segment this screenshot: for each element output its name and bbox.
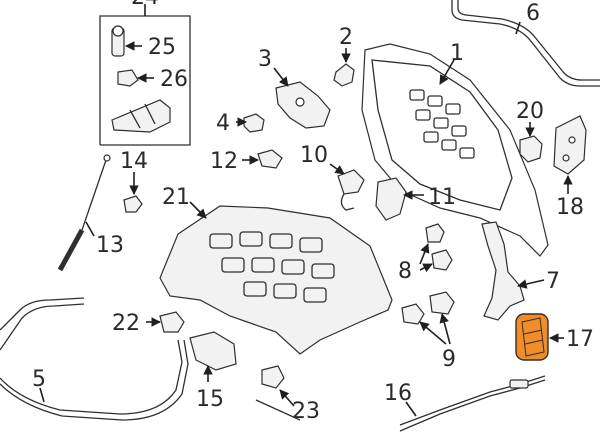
part-10-release-cable (337, 169, 365, 211)
part-15-bracket (189, 331, 237, 371)
callout-12: 12 (210, 149, 238, 174)
callout-3: 3 (258, 47, 272, 72)
part-14-ball-stud (123, 195, 143, 213)
part-24-retainer (111, 99, 171, 133)
callout-25: 25 (148, 35, 176, 60)
part-25-clip (111, 25, 125, 57)
part-4-grommet (243, 113, 265, 133)
part-11-bracket (375, 177, 407, 221)
part-21-insulator-pad (159, 205, 393, 355)
part-26-nut (117, 69, 139, 87)
callout-18: 18 (556, 195, 584, 220)
part-22-clip (159, 311, 185, 333)
callout-6: 6 (526, 1, 540, 26)
callout-9: 9 (442, 347, 456, 372)
part-3-latch (275, 81, 331, 129)
callout-17: 17 (566, 327, 594, 352)
leader-lines (39, 21, 573, 417)
part-13-strut (57, 154, 111, 272)
callout-20: 20 (516, 99, 544, 124)
callout-23: 23 (292, 399, 320, 424)
part-16-cable (399, 375, 546, 432)
part-8-bolts (425, 223, 453, 271)
callout-2: 2 (339, 25, 353, 50)
callout-8: 8 (398, 259, 412, 284)
callout-13: 13 (96, 233, 124, 258)
callout-7: 7 (546, 269, 560, 294)
callout-11: 11 (428, 185, 456, 210)
part-17-highlighted (515, 313, 549, 361)
callout-14: 14 (120, 149, 148, 174)
part-20-switch (519, 135, 543, 163)
callout-24: 24 (131, 0, 159, 10)
part-18-bracket (553, 115, 587, 175)
part-7-hinge (481, 221, 525, 321)
inset-box-24 (99, 4, 191, 146)
callout-21: 21 (162, 185, 190, 210)
callout-16: 16 (384, 381, 412, 406)
part-5-seal (0, 297, 189, 421)
callout-10: 10 (300, 143, 328, 168)
callout-26: 26 (160, 67, 188, 92)
callout-15: 15 (196, 387, 224, 412)
callout-22: 22 (112, 311, 140, 336)
part-2-bumper (333, 63, 355, 87)
part-9-bolts (401, 291, 455, 325)
callout-5: 5 (32, 367, 46, 392)
callout-labels: 24 25 26 2 3 1 6 4 20 14 12 10 11 18 21 … (32, 0, 594, 424)
callout-1: 1 (450, 41, 464, 66)
part-23-clip (255, 365, 301, 421)
part-12-fastener (257, 149, 283, 169)
callout-4: 4 (216, 111, 230, 136)
part-1-hood (361, 43, 549, 257)
